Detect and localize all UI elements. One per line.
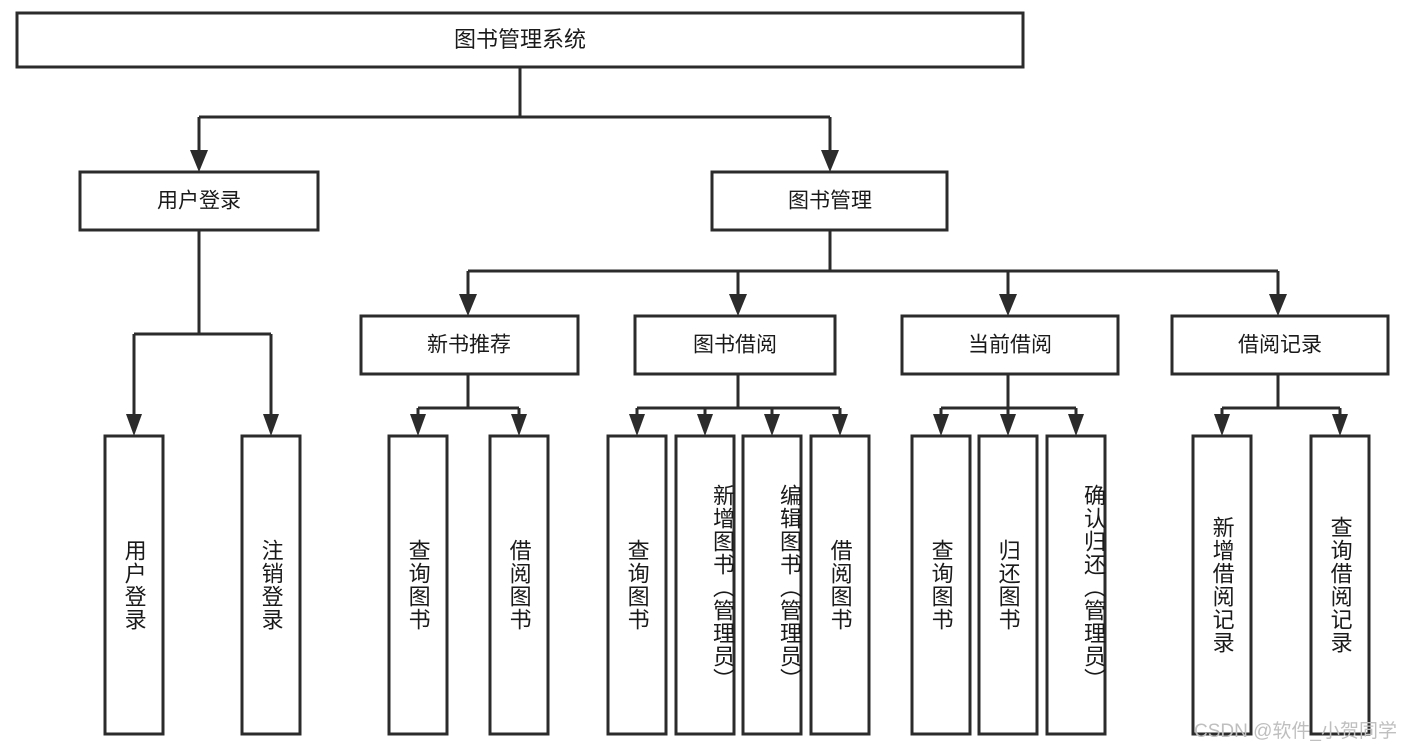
leaf-box-9[interactable]	[910, 434, 972, 736]
leaf-box-8[interactable]	[809, 434, 871, 736]
node-borrow-record-label: 借阅记录	[1238, 334, 1322, 357]
leaf-box-6[interactable]	[674, 434, 736, 736]
arrow-head-book-mgmt	[821, 150, 839, 172]
arrow-head-leaf-13	[1332, 414, 1348, 436]
arrow-head-leaf-10	[1000, 414, 1016, 436]
arrow-head-current-borrow	[999, 294, 1017, 316]
watermark: CSDN @软件_小贺同学	[1194, 721, 1397, 742]
leaf-box-2[interactable]	[240, 434, 302, 736]
node-new-book-rec-box[interactable]	[359, 314, 580, 376]
node-current-borrow[interactable]: 当前借阅	[900, 314, 1120, 376]
arrow-head-leaf-6	[697, 414, 713, 436]
node-borrow-record-box[interactable]	[1170, 314, 1390, 376]
node-book-mgmt-label: 图书管理	[788, 190, 872, 213]
arrow-head-leaf-11	[1068, 414, 1084, 436]
leaf-box-5[interactable]	[606, 434, 668, 736]
leaf-box-7[interactable]	[741, 434, 803, 736]
arrow-head-borrow-record	[1269, 294, 1287, 316]
arrow-head-leaf-1	[126, 414, 142, 436]
node-new-book-rec[interactable]: 新书推荐	[359, 314, 580, 376]
leaf-box-13[interactable]	[1309, 434, 1371, 736]
node-root-label: 图书管理系统	[454, 27, 586, 52]
leaf-box-11[interactable]	[1045, 434, 1107, 736]
leaf-box-12[interactable]	[1191, 434, 1253, 736]
node-current-borrow-box[interactable]	[900, 314, 1120, 376]
node-book-borrow-box[interactable]	[633, 314, 837, 376]
node-user-login[interactable]: 用户登录	[78, 170, 320, 232]
arrow-head-book-borrow	[729, 294, 747, 316]
node-book-borrow[interactable]: 图书借阅	[633, 314, 837, 376]
leaf-box-3[interactable]	[387, 434, 449, 736]
arrow-head-leaf-12	[1214, 414, 1230, 436]
arrow-head-new-book-rec	[459, 294, 477, 316]
node-book-mgmt-box[interactable]	[710, 170, 949, 232]
connector-layer	[126, 67, 1348, 436]
node-current-borrow-label: 当前借阅	[968, 334, 1052, 357]
node-layer: 图书管理系统 用户登录 图书管理 新书推荐 图书借阅 当前	[15, 11, 1390, 736]
leaf-box-1[interactable]	[103, 434, 165, 736]
arrow-head-user-login	[190, 150, 208, 172]
node-new-book-rec-label: 新书推荐	[427, 334, 511, 357]
node-user-login-box[interactable]	[78, 170, 320, 232]
leaf-box-4[interactable]	[488, 434, 550, 736]
arrow-head-leaf-8	[832, 414, 848, 436]
node-borrow-record[interactable]: 借阅记录	[1170, 314, 1390, 376]
arrow-head-leaf-4	[511, 414, 527, 436]
arrow-head-leaf-5	[629, 414, 645, 436]
node-book-mgmt[interactable]: 图书管理	[710, 170, 949, 232]
node-root-box[interactable]	[15, 11, 1025, 69]
node-root[interactable]: 图书管理系统	[15, 11, 1025, 69]
node-book-borrow-label: 图书借阅	[693, 334, 777, 357]
arrow-head-leaf-9	[933, 414, 949, 436]
arrow-head-leaf-7	[764, 414, 780, 436]
leaf-box-10[interactable]	[977, 434, 1039, 736]
arrow-head-leaf-3	[410, 414, 426, 436]
node-user-login-label: 用户登录	[157, 190, 241, 213]
arrow-head-leaf-2	[263, 414, 279, 436]
